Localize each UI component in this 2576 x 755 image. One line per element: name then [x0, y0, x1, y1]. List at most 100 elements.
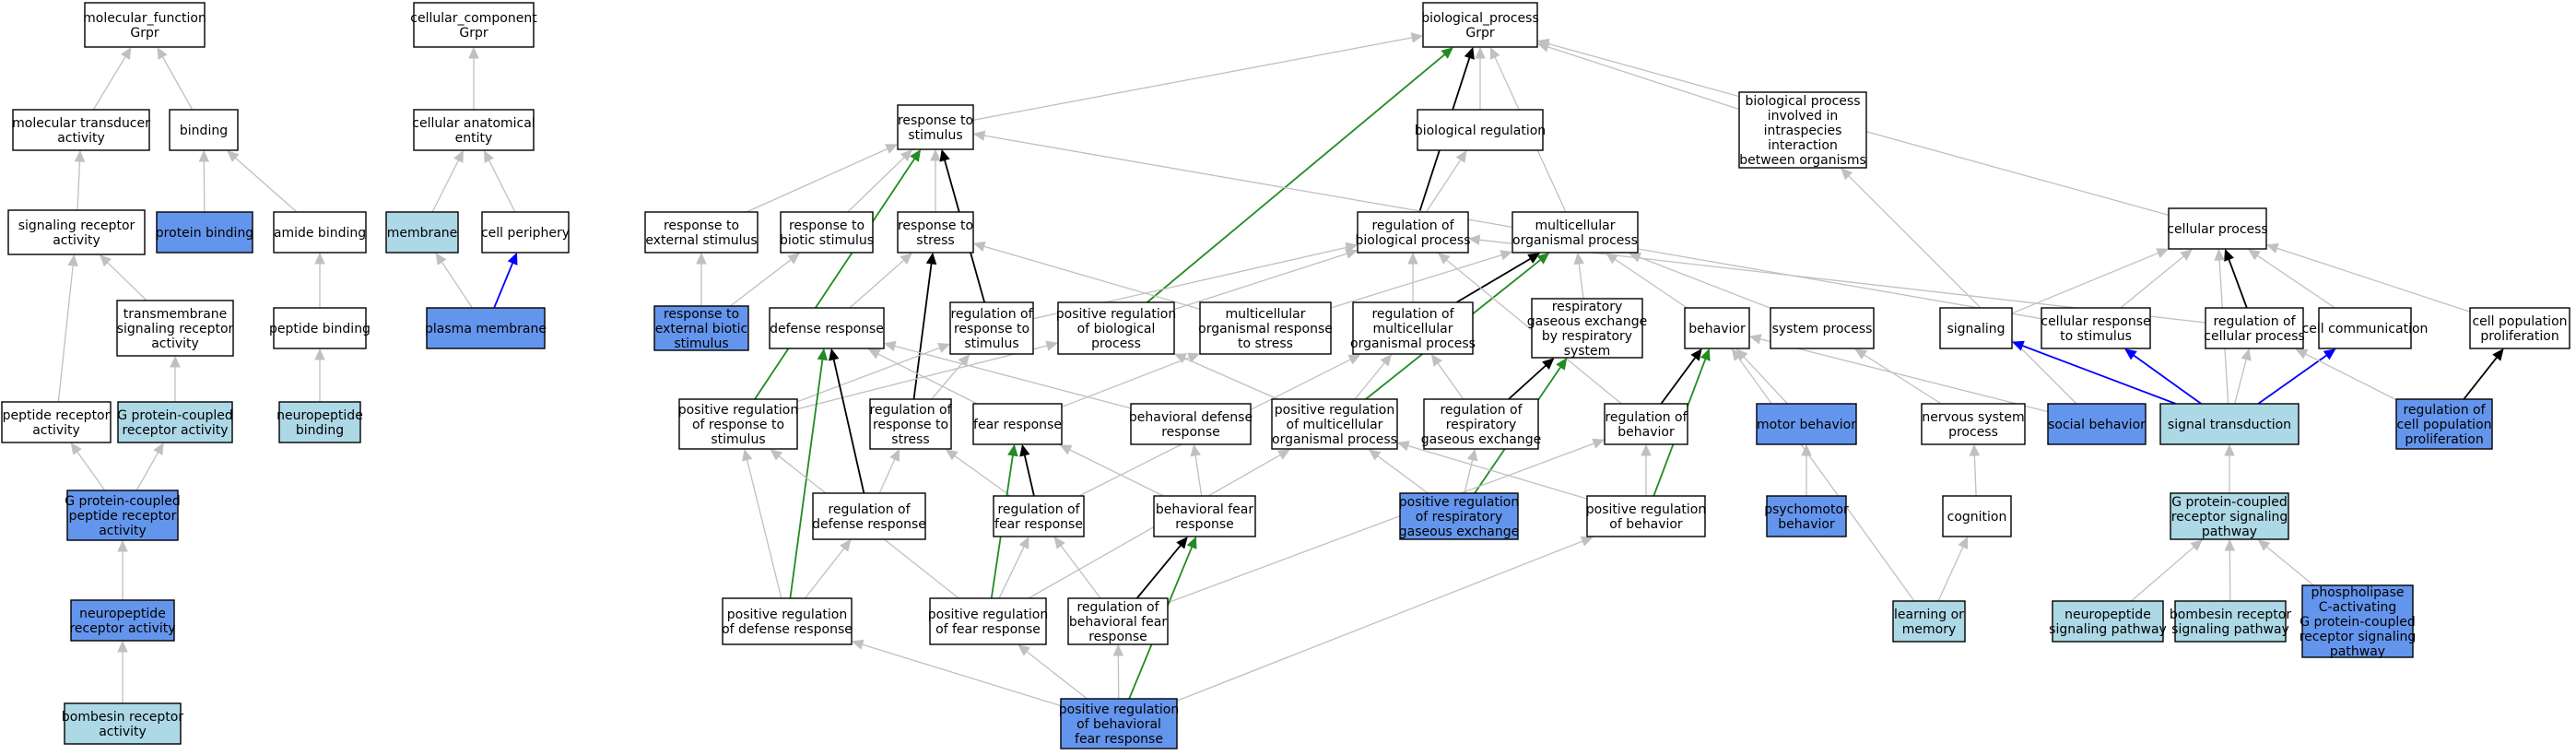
node-label-line: cellular_component [410, 11, 537, 26]
go-term-node-protbind[interactable]: protein binding [156, 211, 253, 254]
node-label-line: regulation of [1371, 218, 1454, 233]
edge-arrowhead [1500, 250, 1513, 261]
edge-line [2228, 259, 2248, 309]
go-term-node-sigtrans[interactable]: signal transduction [2159, 403, 2300, 445]
edge-is-a-membrane-to-cae [431, 149, 464, 213]
edge-is-a-protbind-to-binding [198, 149, 210, 213]
go-term-node-cognition[interactable]: cognition [1942, 495, 2012, 537]
go-term-node-cellper[interactable]: cell periphery [481, 211, 570, 254]
go-term-node-defense[interactable]: defense response [769, 307, 885, 349]
edge-line [1973, 454, 1977, 497]
edge-is-a-cognition-to-nervsys [1969, 443, 1981, 497]
edge-arrowhead [1276, 449, 1290, 460]
node-label-line: stimulus [711, 432, 765, 447]
edge-line [2011, 252, 2159, 314]
go-term-node-cellproc[interactable]: cellular process [2167, 207, 2268, 250]
go-term-node-behavior[interactable]: behavior [1684, 307, 1750, 349]
go-term-node-motor[interactable]: motor behavior [1756, 403, 1857, 445]
go-term-node-pepbind[interactable]: peptide binding [269, 307, 371, 349]
edge-line [107, 262, 147, 301]
go-term-node-signaling[interactable]: signaling [1939, 307, 2013, 349]
node-label-line: behavioral fear [1156, 502, 1253, 517]
node-label-line: to stress [1238, 336, 1293, 351]
edge-line [832, 359, 865, 494]
edge-line [805, 548, 845, 599]
go-term-node-amidebind[interactable]: amide binding [273, 211, 367, 254]
go-term-node-cellcomm[interactable]: cell communication [2302, 307, 2429, 349]
edge-arrowhead [2248, 249, 2261, 261]
go-term-node-membrane[interactable]: membrane [385, 211, 459, 254]
node-label-line: signaling pathway [2171, 622, 2289, 637]
edge-line [2256, 254, 2335, 309]
go-term-node-plasmamem[interactable]: plasma membrane [425, 307, 547, 349]
go-term-node-binding[interactable]: binding [169, 109, 239, 151]
edge-arrowhead [157, 46, 168, 60]
go-term-node-sysproc[interactable]: system process [1770, 307, 1875, 349]
node-box [949, 301, 1034, 355]
go-term-node-social[interactable]: social behavior [2047, 403, 2147, 445]
edge-line [954, 454, 1011, 497]
edge-arrowhead [1641, 443, 1652, 456]
go-term-node-bioreg[interactable]: biological regulation [1415, 109, 1546, 151]
go-term-node-fear[interactable]: fear response [972, 403, 1063, 445]
edge-line [1061, 357, 1190, 408]
edge-line [1639, 256, 1771, 309]
